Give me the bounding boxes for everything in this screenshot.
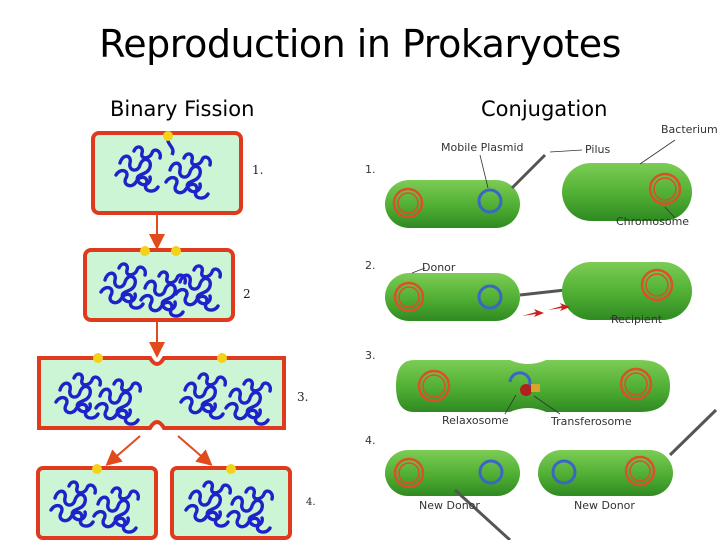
label-mobile-plasmid: Mobile Plasmid xyxy=(441,141,524,154)
label-new-donor-right: New Donor xyxy=(574,499,635,512)
origin-dot xyxy=(163,131,173,141)
conj-step-3: 3. xyxy=(365,349,376,362)
fission-cell-step4-right xyxy=(170,464,292,540)
label-chromosome: Chromosome xyxy=(616,215,690,228)
fission-step-4: 4. xyxy=(306,497,316,508)
conj-step-4: 4. xyxy=(365,434,376,447)
label-relaxosome: Relaxosome xyxy=(442,414,509,427)
label-transferosome: Transferosome xyxy=(551,415,632,428)
conj-row1 xyxy=(385,139,692,228)
conj-row3 xyxy=(396,360,670,415)
binary-fission-heading: Binary Fission xyxy=(110,97,255,121)
label-donor: Donor xyxy=(422,261,456,274)
label-new-donor-left: New Donor xyxy=(419,499,480,512)
label-recipient: Recipient xyxy=(611,313,663,326)
page-title: Reproduction in Prokaryotes xyxy=(99,22,621,66)
fission-cell-step4-left xyxy=(36,464,158,540)
conj-step-1: 1. xyxy=(365,163,376,176)
conj-row2 xyxy=(385,262,692,321)
fission-step-1: 1. xyxy=(252,163,264,177)
fission-cell-step1 xyxy=(91,131,243,215)
arrow-3-4-right xyxy=(177,435,213,466)
label-bacterium: Bacterium xyxy=(661,123,718,136)
fission-step-3: 3. xyxy=(297,390,309,404)
fission-step-2: 2 xyxy=(243,287,251,301)
arrow-3-4-left xyxy=(105,435,141,466)
conj-row4 xyxy=(385,408,718,540)
fission-cell-step2 xyxy=(83,246,235,322)
fission-cell-step3 xyxy=(37,353,286,430)
conjugation-heading: Conjugation xyxy=(481,97,608,121)
conj-step-2: 2. xyxy=(365,259,376,272)
label-pilus: Pilus xyxy=(585,143,611,156)
